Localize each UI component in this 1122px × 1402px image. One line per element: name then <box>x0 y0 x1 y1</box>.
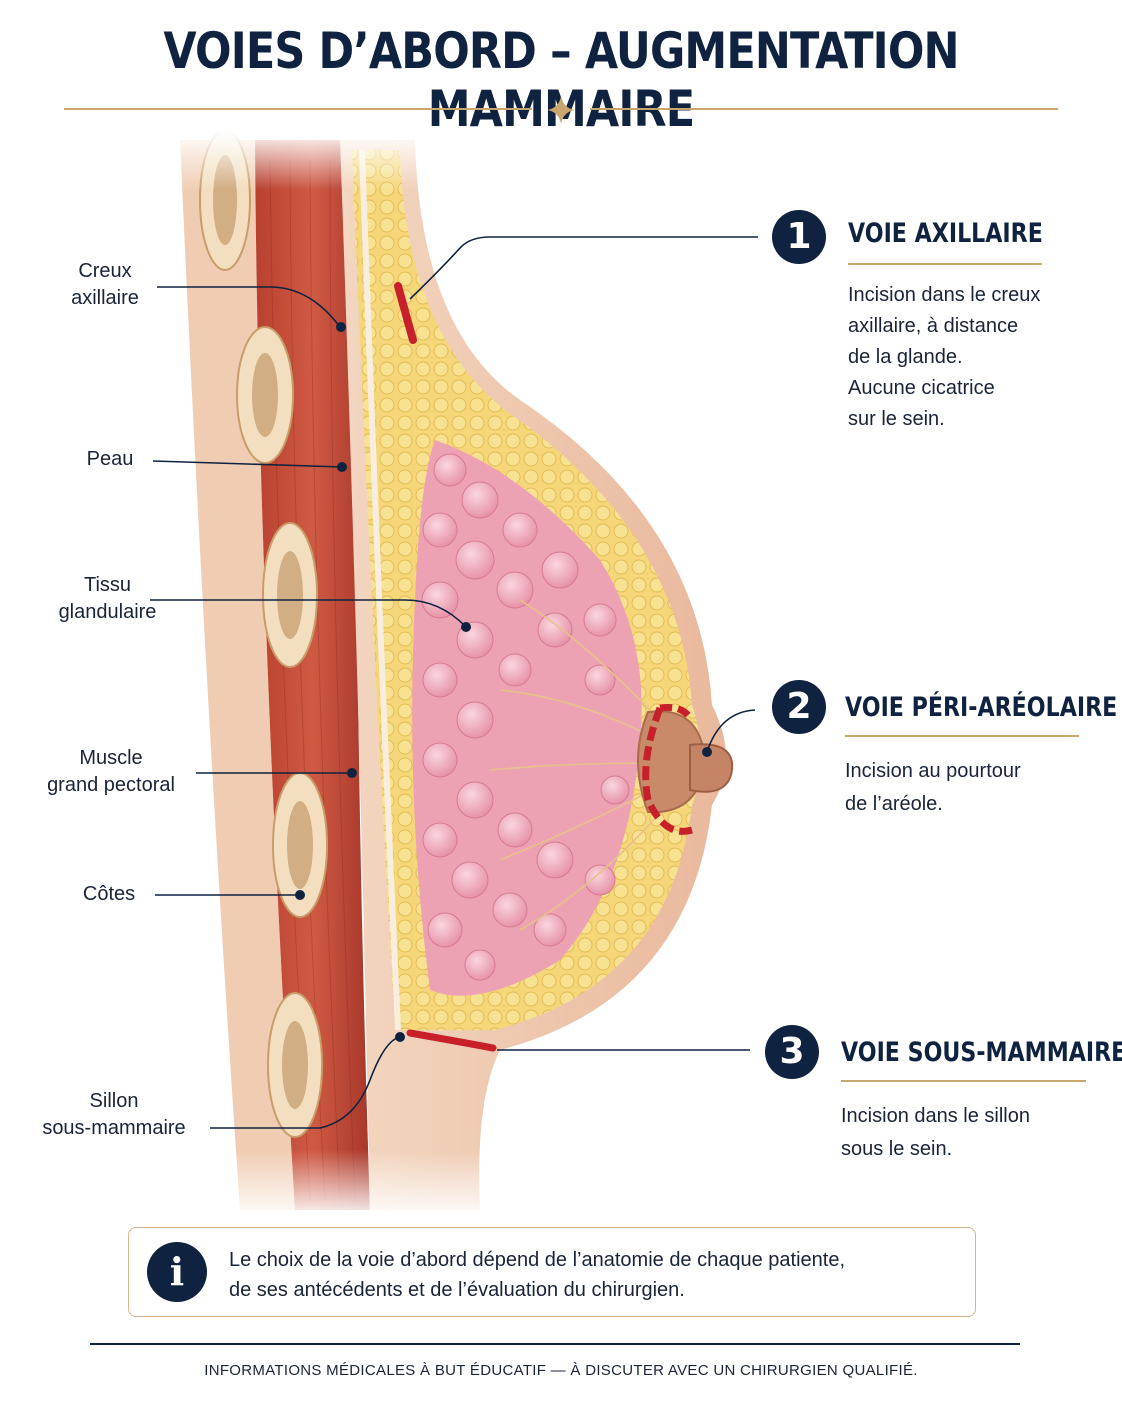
info-text: Le choix de la voie d’abord dépend de l’… <box>229 1249 846 1301</box>
leader-tissu <box>150 599 467 628</box>
route-3-title: VOIE SOUS-MAMMAIRE <box>841 1037 1122 1068</box>
breast-cross-section-illustration <box>170 130 734 1220</box>
route-2-rule <box>845 735 1079 737</box>
title-rule-right <box>590 108 1058 110</box>
leader-sillon <box>210 1036 401 1129</box>
route-2-badge: 2 <box>772 680 826 734</box>
route-1-rule <box>848 263 1042 265</box>
route-1-badge: 1 <box>772 210 826 264</box>
info-icon: i <box>147 1242 207 1302</box>
route-3-rule <box>841 1080 1086 1082</box>
leader-route-2 <box>706 709 756 753</box>
leader-creux <box>157 286 341 328</box>
route-2-title: VOIE PÉRI-ARÉOLAIRE <box>845 692 1118 723</box>
route-3-badge: 3 <box>765 1025 819 1079</box>
footer-rule <box>90 1343 1020 1345</box>
label-cotes: Côtes <box>82 883 136 905</box>
title-rule-left <box>64 108 532 110</box>
footer-disclaimer: INFORMATIONS MÉDICALES À BUT ÉDUCATIF — … <box>204 1362 918 1379</box>
info-box: i Le choix de la voie d’abord dépend de … <box>128 1227 976 1317</box>
leader-peau <box>152 460 343 468</box>
route-1-title: VOIE AXILLAIRE <box>848 218 1043 249</box>
diamond-star-icon <box>547 96 575 124</box>
leader-route-1 <box>409 236 758 300</box>
label-peau: Peau <box>86 448 134 470</box>
